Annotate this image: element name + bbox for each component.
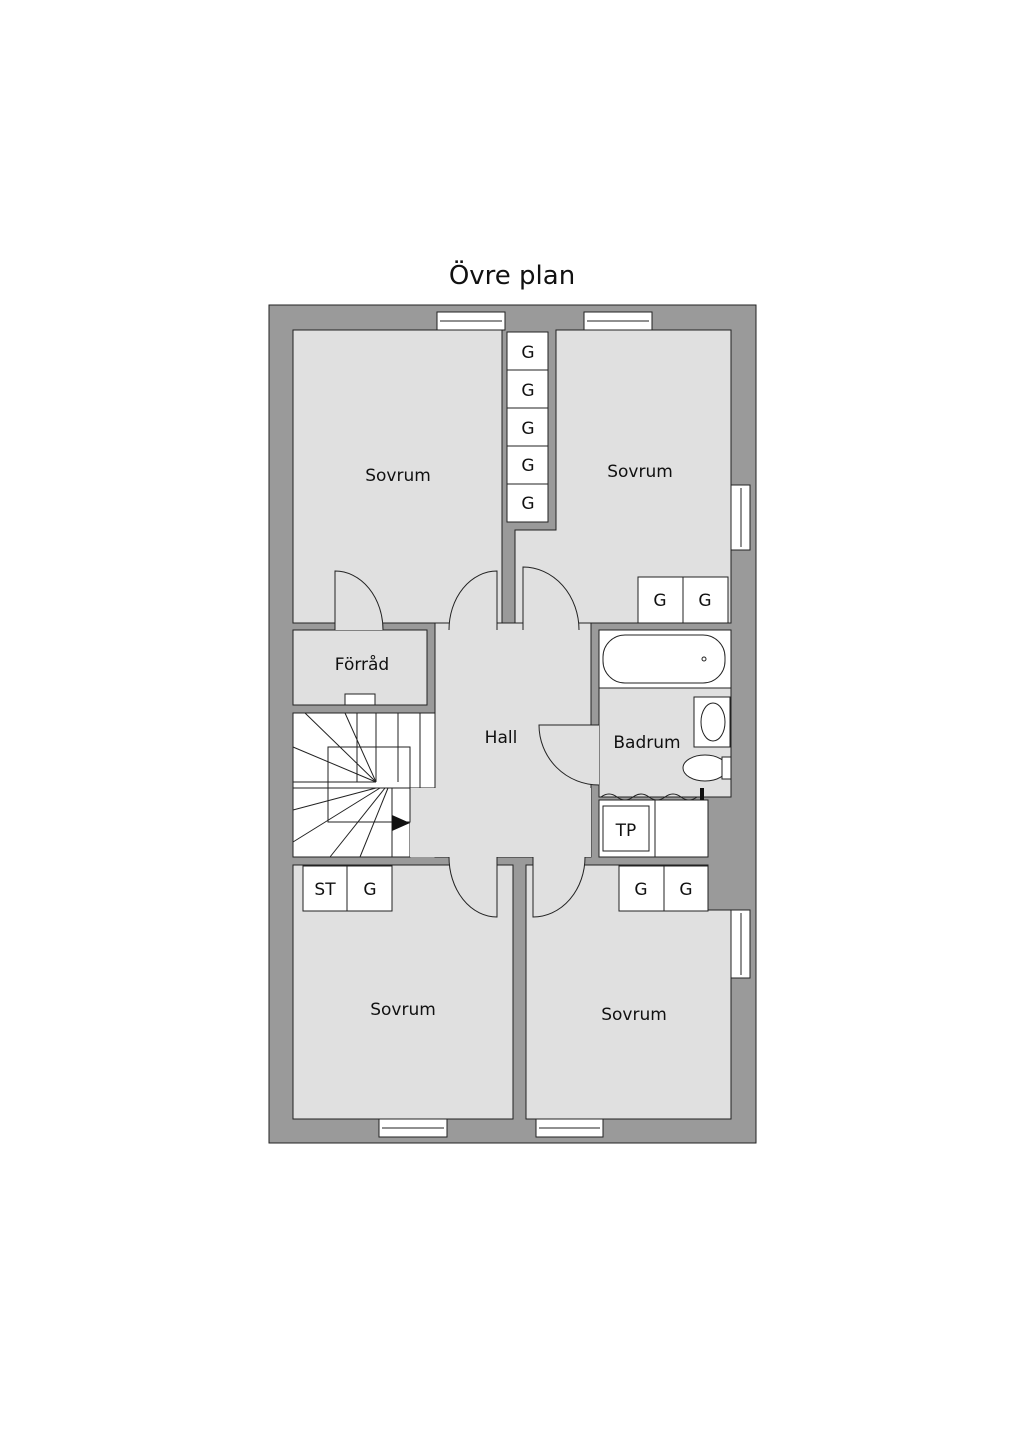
wardrobe-se: G G <box>618 865 709 912</box>
toilet-icon <box>682 754 728 782</box>
stairs-upper <box>292 712 436 789</box>
label-bedroom-se: Sovrum <box>601 1005 667 1025</box>
sink-basin <box>700 702 726 742</box>
sink-icon <box>693 696 731 748</box>
drain-icon <box>701 656 707 662</box>
svg-text:G: G <box>521 419 534 439</box>
storage-shelf <box>344 693 376 706</box>
windows <box>378 311 751 1138</box>
shower-curtain-icon <box>600 793 698 801</box>
dryer-label: TP <box>615 821 637 841</box>
stair-treads <box>292 712 421 858</box>
toilet-tank <box>721 756 732 780</box>
label-hall: Hall <box>485 728 518 748</box>
svg-text:G: G <box>634 880 647 900</box>
hall-lower-strip <box>410 788 591 857</box>
svg-text:G: G <box>521 494 534 514</box>
shower-rod-end <box>700 788 704 800</box>
label-bedroom-sw: Sovrum <box>370 1000 436 1020</box>
plan-title: Övre plan <box>449 259 575 291</box>
svg-text:G: G <box>521 456 534 476</box>
label-bedroom-nw: Sovrum <box>365 466 431 486</box>
label-bedroom-ne: Sovrum <box>607 462 673 482</box>
svg-text:G: G <box>679 880 692 900</box>
label-storage: Förråd <box>335 654 389 675</box>
svg-text:G: G <box>363 880 376 900</box>
wardrobe-sw: ST G <box>302 865 393 912</box>
doors <box>334 566 600 918</box>
svg-text:G: G <box>653 591 666 611</box>
svg-text:G: G <box>698 591 711 611</box>
wardrobe-column: G G G G G <box>506 331 549 523</box>
dryer-cabinet <box>602 805 650 852</box>
room-bedroom-nw <box>292 329 503 624</box>
bathtub-icon <box>602 634 726 684</box>
svg-text:G: G <box>521 343 534 363</box>
room-storage <box>292 629 428 706</box>
stair-direction-arrow-icon <box>392 815 410 831</box>
svg-text:ST: ST <box>314 880 336 900</box>
label-bathroom: Badrum <box>613 733 680 753</box>
svg-text:G: G <box>521 381 534 401</box>
wardrobe-ne: G G <box>637 576 729 624</box>
